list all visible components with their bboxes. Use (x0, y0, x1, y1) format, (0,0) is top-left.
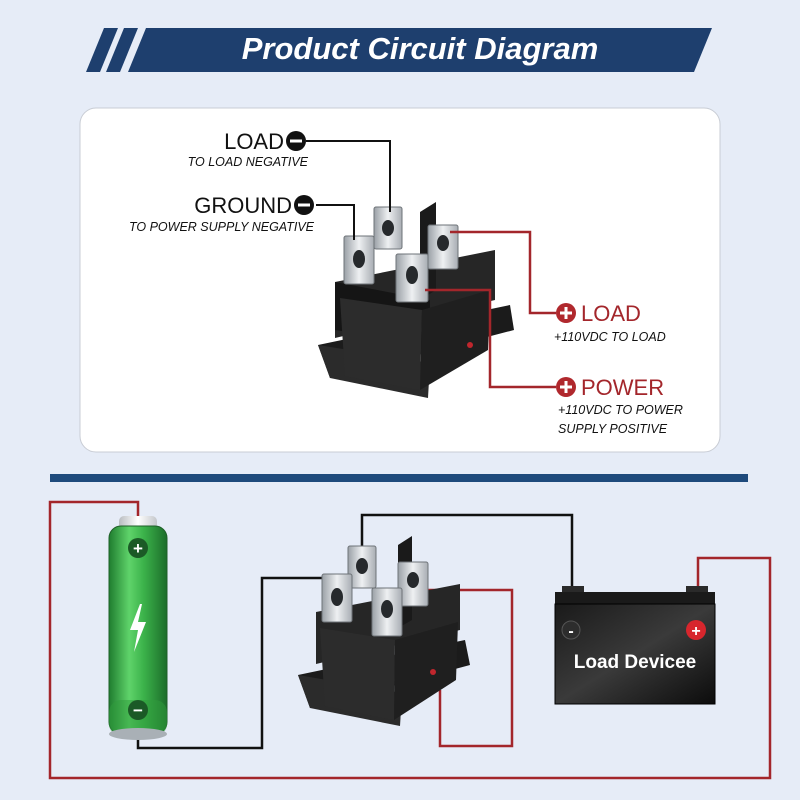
label-load-negative: LOAD TO LOAD NEGATIVE (188, 129, 309, 169)
label-load-positive: LOAD +110VDC TO LOAD (554, 301, 666, 344)
battery-positive-symbol: + (133, 539, 143, 558)
rocker-switch-top (318, 202, 514, 398)
page-title: Product Circuit Diagram (242, 31, 599, 66)
wire-ground-negative (316, 204, 355, 240)
ground-negative-label: GROUND (194, 193, 292, 218)
terminal-top-left (373, 206, 403, 250)
battery-positive-icon (128, 538, 148, 558)
wire-battery-negative (136, 576, 336, 750)
load-negative-icon (561, 620, 581, 640)
load-negative-sub: TO LOAD NEGATIVE (188, 155, 309, 169)
terminal-bottom-left (321, 573, 353, 623)
power-positive-sub-2: SUPPLY POSITIVE (558, 422, 668, 436)
ground-negative-sub: TO POWER SUPPLY NEGATIVE (129, 220, 315, 234)
battery-negative-icon (128, 700, 148, 720)
wire-load-negative (306, 140, 391, 212)
power-positive-sub-1: +110VDC TO POWER (558, 403, 683, 417)
battery: + − (108, 516, 168, 740)
load-positive-icon (686, 620, 706, 640)
wire-load-positive (450, 230, 556, 315)
wire-battery-positive-loop (48, 500, 772, 780)
battery-negative-symbol: − (133, 701, 143, 720)
label-ground-negative: GROUND TO POWER SUPPLY NEGATIVE (129, 193, 315, 234)
header-banner: Product Circuit Diagram (86, 28, 712, 72)
wire-power-positive (425, 288, 556, 389)
load-positive-sub: +110VDC TO LOAD (554, 330, 666, 344)
label-power-positive: POWER +110VDC TO POWER SUPPLY POSITIVE (556, 375, 683, 436)
terminal-top-right (397, 561, 429, 607)
terminal-bottom-right (395, 253, 429, 303)
wire-switch-to-load-negative (360, 513, 574, 590)
terminal-bottom-right (371, 587, 403, 637)
load-device-label: Load Devicee (574, 652, 697, 673)
load-negative-label: LOAD (224, 129, 284, 154)
section-divider (50, 474, 748, 482)
load-device: - + Load Devicee (554, 586, 716, 705)
power-positive-label: POWER (581, 375, 664, 400)
load-positive-label: LOAD (581, 301, 641, 326)
load-positive-symbol: + (691, 623, 700, 640)
lightning-bolt-icon (130, 604, 146, 652)
terminal-top-right (427, 224, 459, 270)
terminal-top-left (347, 545, 377, 589)
terminal-bottom-left (343, 235, 375, 285)
wire-switch-power (415, 588, 514, 748)
load-negative-symbol: - (568, 623, 573, 640)
rocker-switch-bottom (298, 536, 470, 726)
